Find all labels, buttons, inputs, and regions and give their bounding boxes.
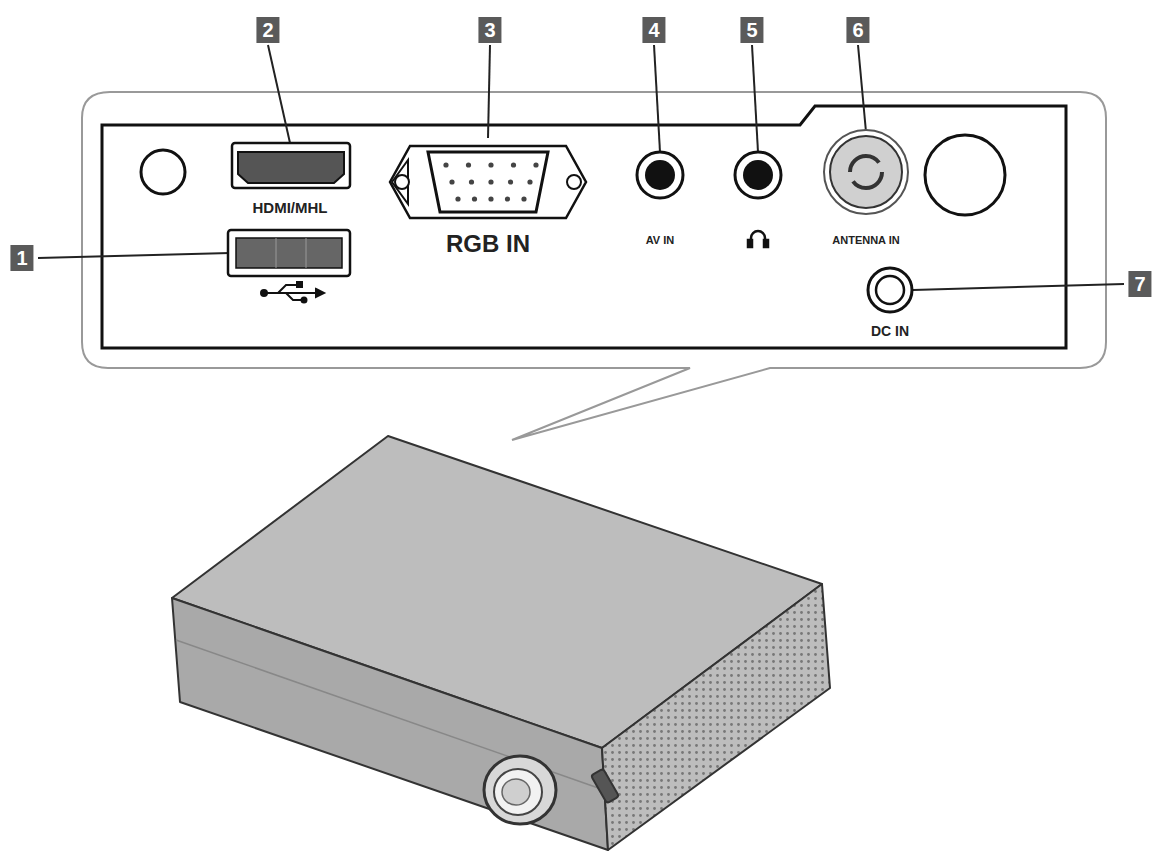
ir-sensor — [141, 150, 185, 194]
projector-body — [172, 436, 830, 850]
callout-number: 2 — [256, 17, 279, 43]
callout-number: 3 — [478, 17, 501, 43]
callout-number: 1 — [10, 245, 33, 271]
vga-port — [390, 146, 586, 218]
hdmi-port — [232, 143, 350, 188]
dc-jack — [868, 268, 912, 312]
callout-bubble — [82, 92, 1106, 440]
port-label: HDMI/MHL — [253, 200, 328, 215]
panel-hole — [925, 135, 1005, 215]
port-label: AV IN — [646, 235, 675, 246]
headphone-jack — [735, 152, 781, 198]
callout-number: 6 — [846, 17, 869, 43]
callout-number: 7 — [1128, 271, 1151, 297]
usb-symbol — [261, 282, 324, 303]
callout-number: 5 — [740, 17, 763, 43]
port-label: ANTENNA IN — [832, 235, 899, 246]
port-label: RGB IN — [446, 232, 530, 256]
headphone-symbol — [748, 231, 768, 247]
antenna-port — [824, 130, 908, 214]
callout-number: 4 — [642, 17, 665, 43]
leader-lines — [38, 45, 1124, 290]
rear-panel — [102, 106, 1066, 348]
port-label: DC IN — [871, 324, 909, 338]
av-jack — [637, 152, 683, 198]
usb-port — [228, 230, 350, 276]
